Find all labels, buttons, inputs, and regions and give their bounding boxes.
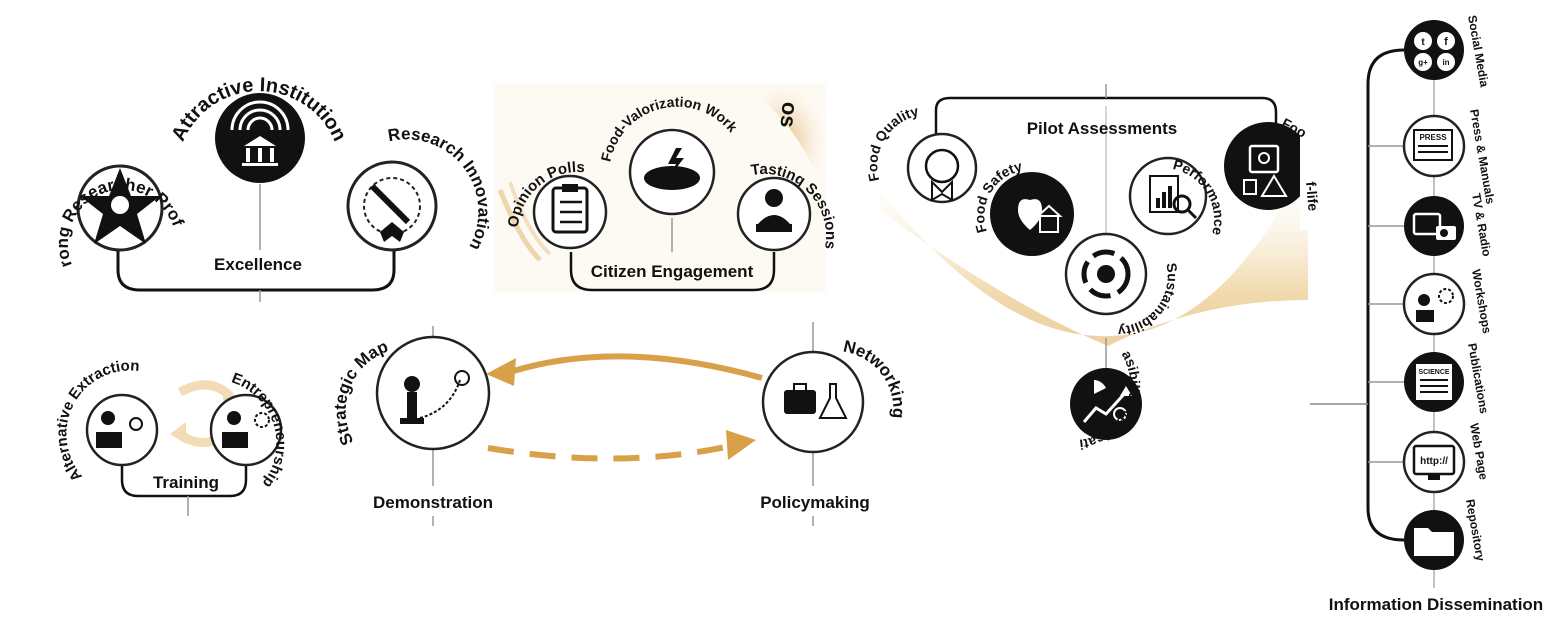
dissemination-bracket bbox=[1366, 48, 1405, 542]
information-dissemination-group: t f g+ in Social Media PRESS Press & Man… bbox=[1310, 14, 1543, 614]
science-glyph: SCIENCE bbox=[1418, 369, 1449, 376]
social-media-node: t f g+ in Social Media bbox=[1404, 14, 1492, 88]
growth-chart-icon bbox=[1082, 390, 1128, 423]
repository-node: Repository bbox=[1404, 498, 1488, 570]
workshop-gear-icon bbox=[1438, 288, 1454, 304]
excellence-group: Excellence Strong Researcher Profile Att… bbox=[0, 0, 493, 302]
policy-to-demo-arrowhead bbox=[486, 358, 516, 386]
clipboard-icon bbox=[551, 186, 589, 234]
calendar-icon bbox=[1248, 144, 1280, 174]
attractive-institution-node: Attractive Institution bbox=[167, 74, 351, 183]
workshops-label: Workshops bbox=[1469, 268, 1494, 335]
recycle-icon bbox=[1081, 249, 1131, 299]
performance-node: Performance bbox=[1128, 156, 1227, 237]
institution-icon bbox=[244, 136, 276, 146]
engagement-glow bbox=[740, 84, 826, 200]
training-bracket bbox=[120, 462, 248, 498]
demonstration-label: Demonstration bbox=[373, 493, 493, 512]
press-glyph: PRESS bbox=[1419, 133, 1447, 142]
alternative-extraction-node: Alternative Extraction bbox=[53, 357, 159, 484]
warning-icon bbox=[1260, 174, 1288, 197]
press-manuals-node: PRESS Press & Manuals bbox=[1402, 108, 1498, 205]
chess-piece-icon bbox=[404, 376, 420, 392]
magnifier-icon bbox=[1172, 194, 1192, 214]
social-media-label: Social Media bbox=[1465, 14, 1491, 88]
excellence-bracket bbox=[116, 250, 396, 292]
facebook-icon bbox=[1437, 32, 1455, 50]
policymaking-label: Policymaking bbox=[760, 493, 870, 512]
web-page-label: Web Page bbox=[1467, 422, 1491, 481]
repository-label: Repository bbox=[1463, 498, 1488, 562]
presenter-icon-2 bbox=[227, 411, 241, 425]
speaker-icon bbox=[1418, 294, 1430, 306]
publications-node: SCIENCE Publications bbox=[1404, 342, 1491, 415]
food-shelf-life-node: Foo f-life bbox=[1224, 100, 1322, 230]
web-page-node: http:// Web Page bbox=[1402, 422, 1491, 494]
food-waste-icon bbox=[644, 166, 700, 190]
googleplus-icon bbox=[1414, 53, 1432, 71]
demo-to-policy-arrowhead bbox=[726, 430, 756, 460]
taster-icon bbox=[765, 189, 783, 207]
gear-icon bbox=[254, 412, 270, 428]
twitter-glyph: t bbox=[1421, 37, 1425, 48]
press-manuals-label: Press & Manuals bbox=[1467, 108, 1498, 205]
workshops-node: Workshops bbox=[1402, 268, 1494, 336]
folder-icon bbox=[1414, 528, 1454, 556]
extraction-icon bbox=[129, 417, 143, 431]
tasting-sessions-node: Tasting Sessions bbox=[736, 161, 839, 252]
food-shelf-life-label-side: f-life bbox=[1303, 181, 1322, 212]
tv-radio-node: TV & Radio bbox=[1404, 192, 1494, 258]
heart-shield-icon bbox=[1018, 199, 1042, 230]
strategic-map-node: Strategic Map bbox=[331, 335, 491, 451]
engagement-text-fragment: os bbox=[776, 101, 803, 129]
pie-icon bbox=[1094, 380, 1106, 394]
linkedin-glyph: in bbox=[1442, 58, 1449, 67]
food-safety-node: Food Safety bbox=[971, 158, 1074, 256]
demo-to-policy-arrow bbox=[487, 443, 731, 462]
networking-node: Networking bbox=[761, 337, 908, 454]
information-dissemination-label: Information Dissemination bbox=[1329, 595, 1543, 614]
energy-bolt-icon bbox=[668, 148, 684, 176]
citizen-engagement-label: Citizen Engagement bbox=[591, 262, 754, 281]
twitter-icon bbox=[1414, 32, 1432, 50]
food-quality-node: Food Quality bbox=[864, 103, 978, 204]
training-group: Training Alternative Extraction Entrepre… bbox=[53, 357, 289, 516]
quality-badge-icon bbox=[924, 148, 960, 184]
flask-icon bbox=[818, 383, 848, 419]
policy-to-demo-arrow bbox=[509, 353, 763, 381]
pilot-assessments-label: Pilot Assessments bbox=[1027, 119, 1178, 138]
excellence-label: Excellence bbox=[214, 255, 302, 274]
linkedin-icon bbox=[1437, 53, 1455, 71]
engagement-bracket bbox=[569, 252, 776, 292]
presenter-icon bbox=[101, 411, 115, 425]
syringe-icon bbox=[369, 183, 411, 225]
researcher-icon bbox=[111, 196, 129, 214]
euro-coin-icon bbox=[1113, 407, 1127, 421]
publications-label: Publications bbox=[1465, 342, 1491, 415]
research-innovation-node: Research Innovation bbox=[346, 124, 493, 253]
http-glyph: http:// bbox=[1420, 456, 1448, 467]
journal-icon bbox=[1416, 364, 1452, 400]
training-label: Training bbox=[153, 473, 219, 492]
facebook-glyph: f bbox=[1444, 36, 1448, 48]
demonstration-policymaking-group: Strategic Map Demonstration Networking P… bbox=[331, 322, 908, 526]
tv-icon bbox=[1412, 212, 1442, 236]
strong-researcher-profile-node: Strong Researcher Profile bbox=[0, 0, 188, 270]
briefcase-icon bbox=[784, 390, 816, 414]
googleplus-glyph: g+ bbox=[1418, 58, 1428, 67]
